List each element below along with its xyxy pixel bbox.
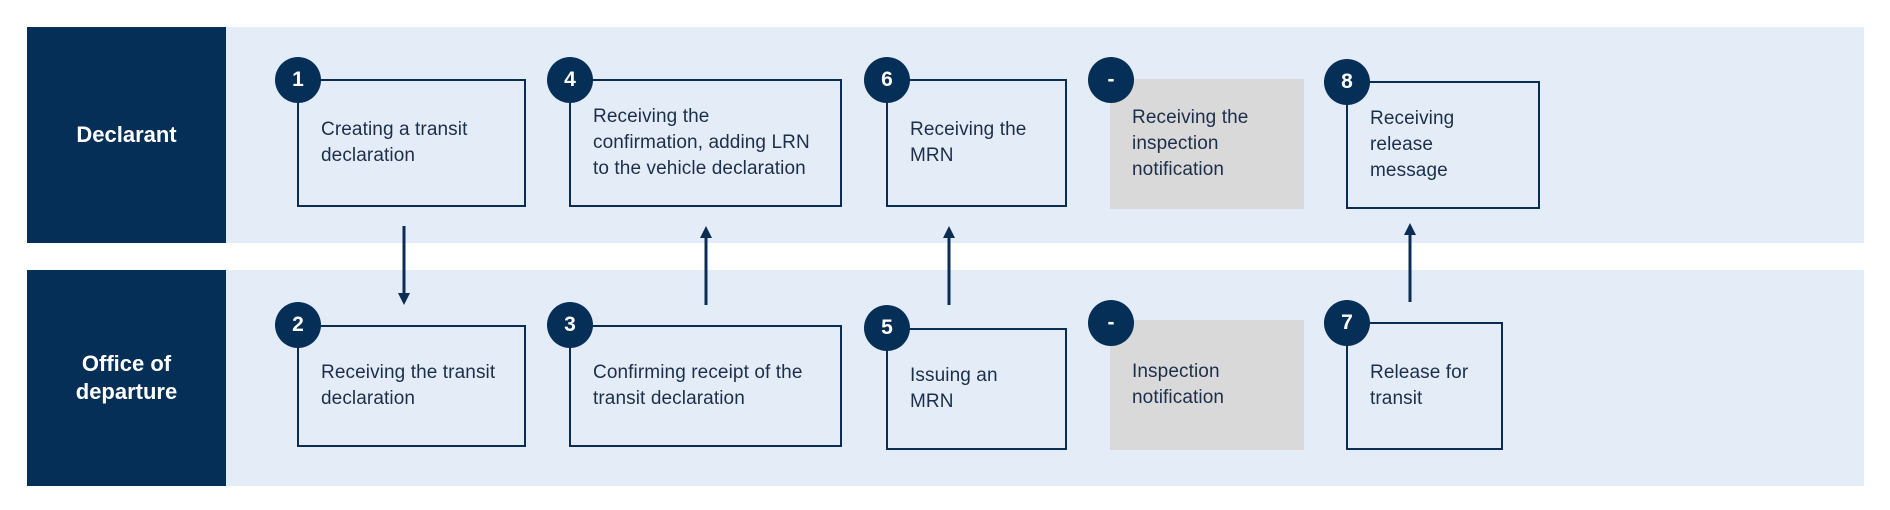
step-inspection-received-badge: -	[1088, 57, 1134, 103]
step-2-badge: 2	[275, 302, 321, 348]
step-8-box: Receiving release message	[1346, 81, 1540, 209]
step-8-badge: 8	[1324, 59, 1370, 105]
lane-label-declarant: Declarant	[27, 27, 226, 243]
step-4-box: Receiving the confirmation, adding LRN t…	[569, 79, 842, 207]
arrow-3-to-4	[700, 226, 712, 305]
step-6-badge: 6	[864, 57, 910, 103]
arrow-7-to-8	[1404, 223, 1416, 302]
lane-label-office-of-departure: Office of departure	[27, 270, 226, 486]
step-3-box: Confirming receipt of the transit declar…	[569, 325, 842, 447]
step-5-box: Issuing an MRN	[886, 328, 1067, 450]
step-6-box: Receiving the MRN	[886, 79, 1067, 207]
step-4-badge: 4	[547, 57, 593, 103]
step-1-box: Creating a transit declaration	[297, 79, 526, 207]
arrow-5-to-6	[943, 226, 955, 305]
step-1-badge: 1	[275, 57, 321, 103]
arrow-1-to-2	[398, 226, 410, 305]
step-2-box: Receiving the transit declaration	[297, 325, 526, 447]
step-5-badge: 5	[864, 305, 910, 351]
step-3-badge: 3	[547, 302, 593, 348]
step-7-badge: 7	[1324, 300, 1370, 346]
lane-background-declarant	[226, 27, 1864, 243]
step-inspection-notification-badge: -	[1088, 300, 1134, 346]
step-7-box: Release for transit	[1346, 322, 1503, 450]
step-inspection-received-box: Receiving the inspection notification	[1110, 79, 1304, 209]
step-inspection-notification-box: Inspection notification	[1110, 320, 1304, 450]
lane-background-office-of-departure	[226, 270, 1864, 486]
